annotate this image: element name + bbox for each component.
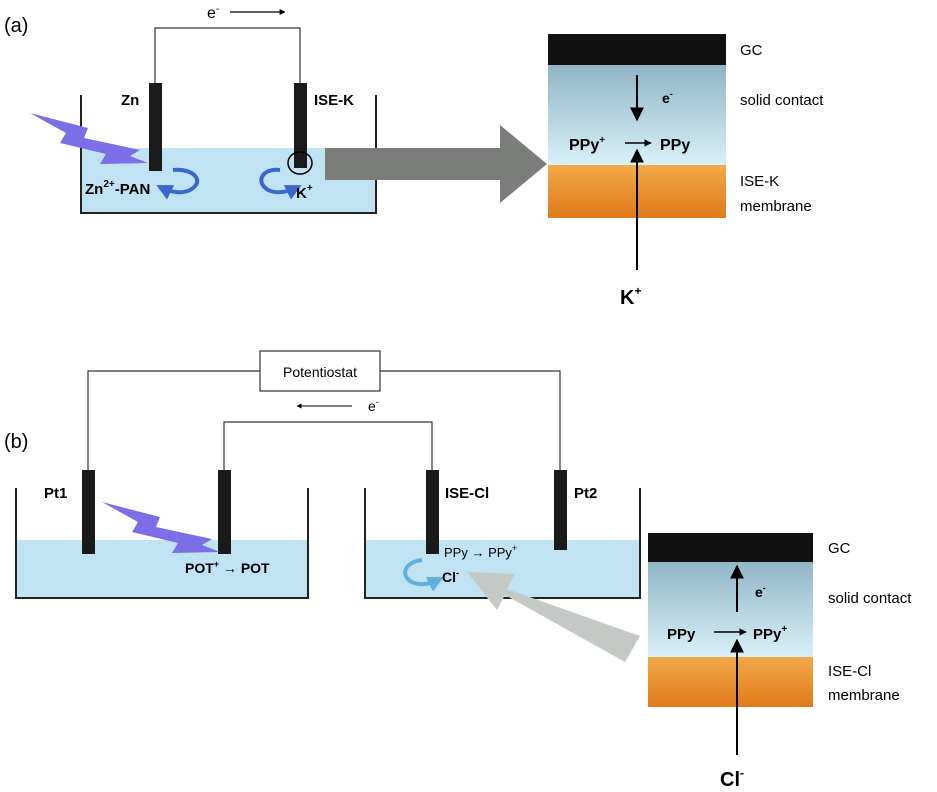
cl-ion-label-stack-b: Cl- [720, 766, 744, 791]
beaker-b-left-outline [15, 488, 309, 599]
ise-cl-electrode [426, 470, 439, 554]
wire-potentiostat-pt2 [380, 370, 561, 470]
potentiostat-box [259, 350, 381, 392]
membrane-label-a-1: ISE-K [740, 173, 779, 190]
curl-arrow-icon-cl [403, 558, 444, 592]
membrane-label-b-1: ISE-Cl [828, 663, 871, 680]
ppy-label-a: PPy [660, 137, 690, 154]
gc-layer-b [648, 533, 813, 562]
membrane-label-b-2: membrane [828, 687, 900, 704]
electron-b-label: e- [368, 397, 379, 414]
k-ion-label-a: K+ [296, 183, 313, 202]
lightning-icon-a [30, 113, 148, 164]
electron-a-label: e- [207, 4, 219, 22]
ise-k-tip-circle [287, 151, 313, 175]
zn-pan-label: Zn2+-PAN [85, 179, 150, 198]
curl-arrow-icon-k [259, 167, 302, 200]
panel-b-label: (b) [4, 431, 28, 453]
wire-a [154, 27, 301, 88]
pot-reaction-label: POT+ → POT [185, 559, 270, 576]
ppy-reaction-label-b: PPy → PPy+ [444, 543, 517, 560]
solution-b-left [16, 540, 308, 598]
big-arrow-a [325, 125, 547, 203]
gc-layer-a [548, 34, 726, 65]
ppy-plus-label-b: PPy+ [753, 624, 787, 643]
layer-stack-b [648, 533, 813, 707]
zn-electrode [149, 83, 162, 171]
wire-potentiostat-pt1 [87, 370, 260, 470]
ppy-label-b: PPy [667, 626, 696, 643]
cl-ion-label-b: Cl- [442, 568, 459, 585]
membrane-layer-b [648, 657, 813, 707]
electron-stack-label-b: e- [755, 583, 766, 600]
potentiostat-label: Potentiostat [283, 364, 357, 380]
gc-label-b: GC [828, 540, 851, 557]
beaker-b-left [15, 488, 309, 599]
k-ion-label-stack-a: K+ [620, 284, 641, 309]
ise-k-electrode [294, 83, 307, 168]
membrane-label-a-2: membrane [740, 198, 812, 215]
zn-label: Zn [121, 92, 139, 109]
solid-contact-label-a: solid contact [740, 92, 824, 109]
pt1-label: Pt1 [44, 485, 67, 502]
lightning-icon-b [102, 502, 220, 553]
ise-cl-label: ISE-Cl [445, 485, 489, 502]
solid-contact-label-b: solid contact [828, 590, 912, 607]
gc-label-a: GC [740, 42, 763, 59]
big-arrow-b [467, 572, 640, 662]
ppy-plus-label-a: PPy+ [569, 135, 605, 154]
pot-electrode [218, 470, 231, 554]
pt1-electrode [82, 470, 95, 554]
panel-a-label: (a) [4, 15, 28, 37]
pt2-electrode [554, 470, 567, 550]
wire-inner-b [223, 421, 433, 470]
electron-stack-label-a: e- [662, 89, 673, 106]
curl-arrow-icon-zn [156, 167, 200, 200]
ise-k-label: ISE-K [314, 92, 354, 109]
pt2-label: Pt2 [574, 485, 597, 502]
